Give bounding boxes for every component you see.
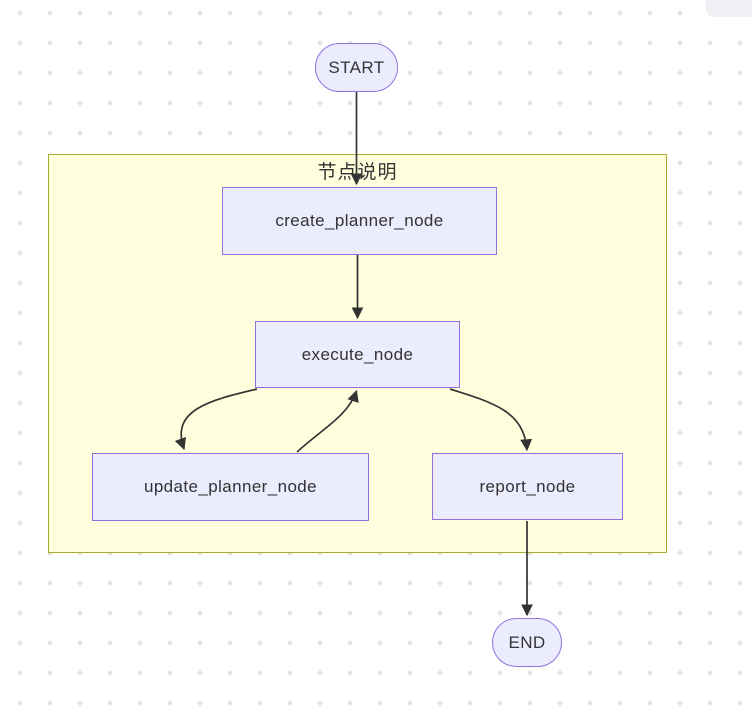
node-execute: execute_node: [255, 321, 460, 388]
edge-update-to-execute: [296, 389, 359, 453]
edge-execute-to-report: [449, 388, 533, 452]
node-report-label: report_node: [479, 476, 576, 496]
node-execute-label: execute_node: [301, 344, 414, 364]
node-create-planner: create_planner_node: [222, 187, 497, 255]
node-report: report_node: [432, 453, 623, 520]
node-create-planner-label: create_planner_node: [275, 211, 444, 230]
edge-execute-to-update: [174, 388, 258, 451]
node-start-label: START: [328, 57, 385, 77]
node-update-planner-label: update_planner_node: [143, 477, 318, 496]
node-end-label: END: [508, 632, 546, 652]
node-end: END: [492, 618, 562, 667]
overlay-panel-corner: [705, 0, 752, 17]
node-start: START: [315, 43, 398, 92]
node-update-planner: update_planner_node: [92, 453, 369, 521]
